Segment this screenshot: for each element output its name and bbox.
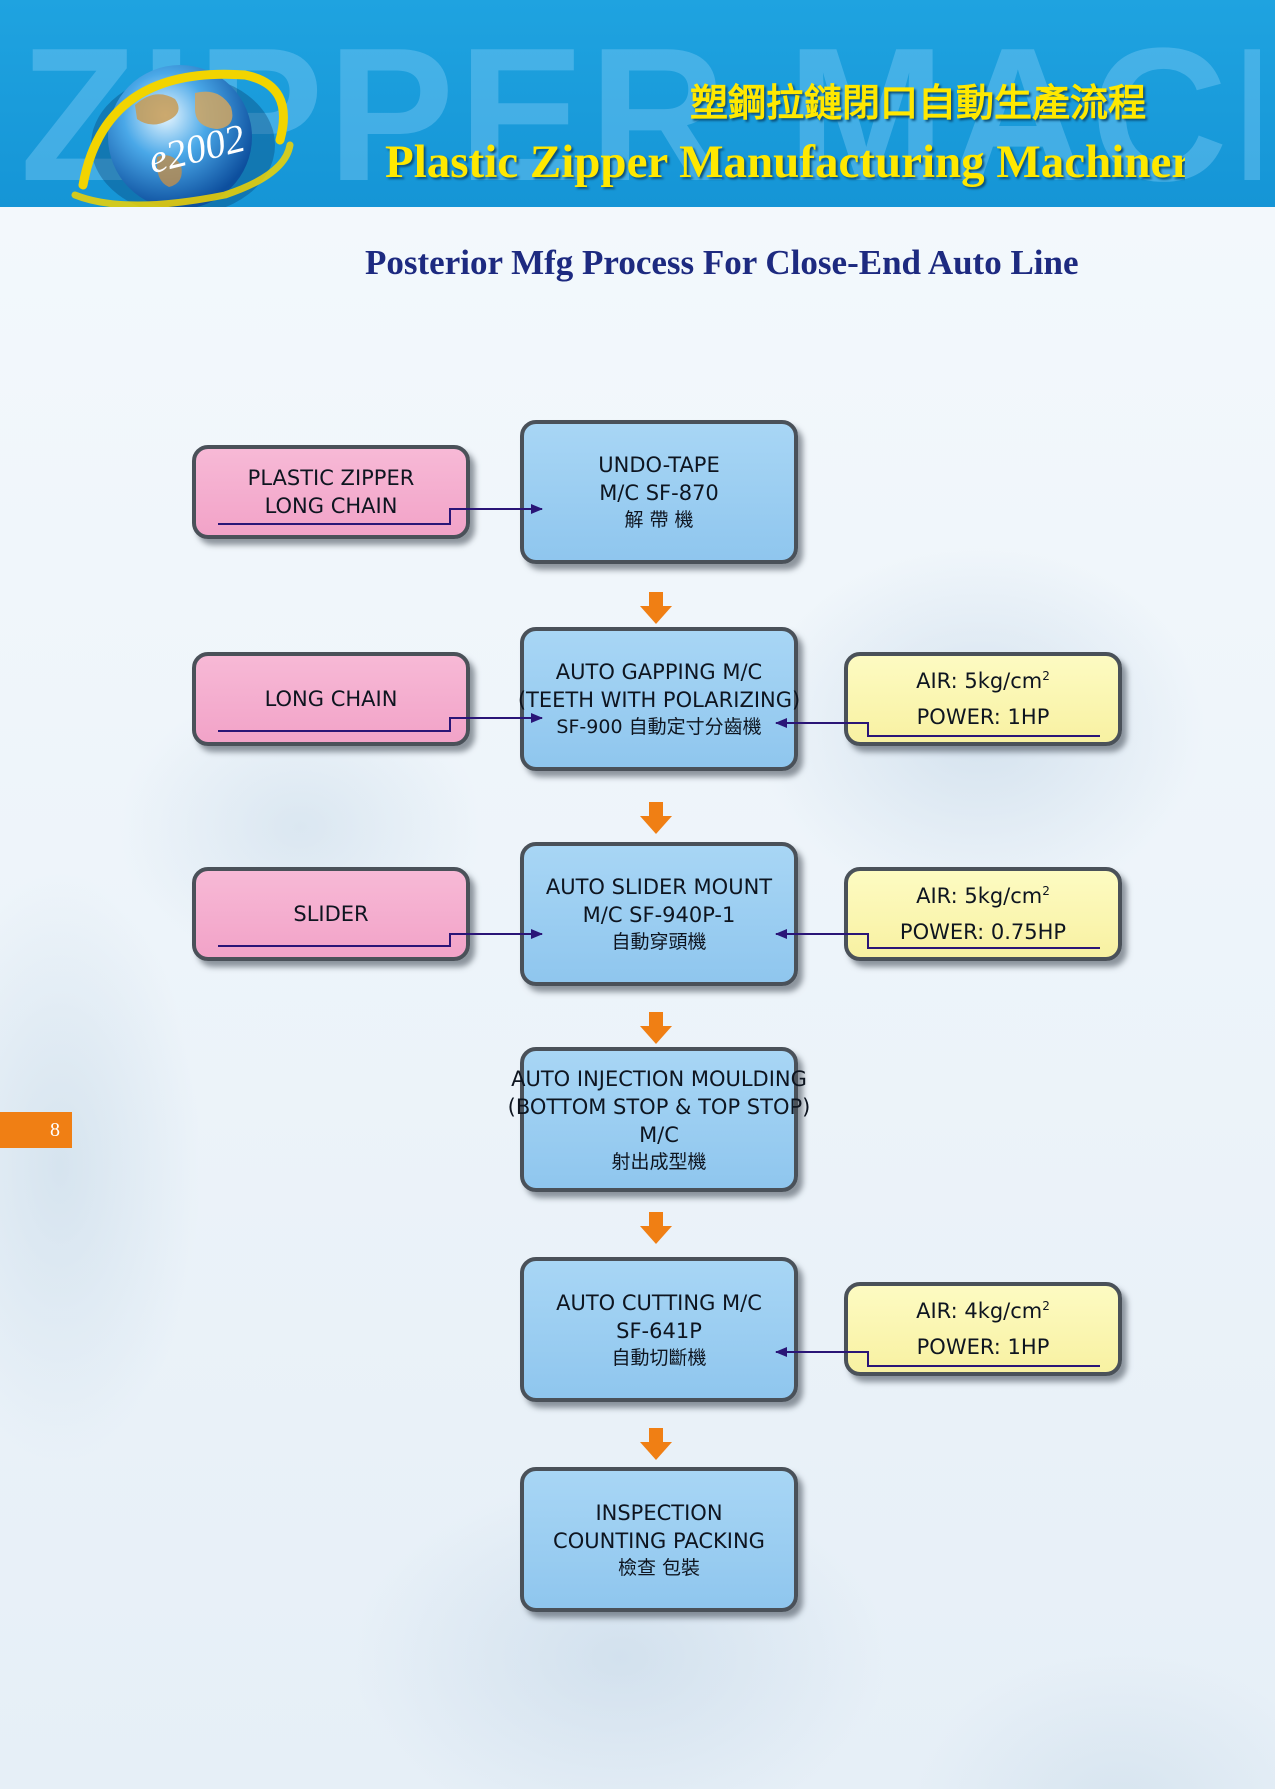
utility-gapping: AIR: 5kg/cm2 POWER: 1HP [844, 652, 1122, 746]
step-line-chinese: 自動穿頭機 [611, 931, 707, 953]
step-auto-injection-moulding: AUTO INJECTION MOULDING (BOTTOM STOP & T… [508, 1047, 810, 1192]
header-title-chinese: 塑鋼拉鏈閉口自動生產流程 [690, 80, 1147, 125]
step-line-chinese: 解 帶 機 [624, 509, 694, 531]
air-exponent: 2 [1042, 1299, 1050, 1313]
input-slider: SLIDER [192, 867, 470, 961]
step-line: INSPECTION [595, 1500, 723, 1525]
step-line: (TEETH WITH POLARIZING) [517, 688, 801, 712]
header-title-english: Plastic Zipper Manufacturing Machinery [385, 136, 1185, 188]
air-value: AIR: 4kg/cm [916, 1299, 1043, 1323]
input-line: LONG CHAIN [264, 687, 398, 711]
utility-power: POWER: 1HP [916, 1335, 1050, 1359]
air-value: AIR: 5kg/cm [916, 669, 1043, 693]
step-auto-slider-mount: AUTO SLIDER MOUNT M/C SF-940P-1 自動穿頭機 [520, 842, 798, 986]
step-line-chinese: 自動切斷機 [611, 1346, 707, 1369]
utility-air: AIR: 4kg/cm2 [916, 1297, 1050, 1325]
step-line-chinese: SF-900 自動定寸分齒機 [556, 716, 762, 738]
globe-logo-icon: e2002 [71, 65, 294, 207]
utility-power: POWER: 0.75HP [899, 920, 1067, 944]
step-auto-gapping: AUTO GAPPING M/C (TEETH WITH POLARIZING)… [517, 627, 801, 771]
step-inspection-packing: INSPECTION COUNTING PACKING 檢查 包裝 [520, 1467, 798, 1612]
step-line: (BOTTOM STOP & TOP STOP) [507, 1094, 811, 1119]
step-line: COUNTING PACKING [553, 1528, 765, 1553]
air-exponent: 2 [1042, 884, 1050, 898]
step-line: AUTO INJECTION MOULDING [511, 1066, 807, 1091]
step-line-chinese: 射出成型機 [611, 1150, 707, 1173]
step-line: AUTO GAPPING M/C [555, 660, 763, 684]
step-line: M/C SF-870 [599, 481, 719, 505]
header-banner: ZIPPER MACHINE e2002 塑鋼拉鏈閉口自動生產流程 Plasti… [0, 0, 1275, 207]
step-line: UNDO-TAPE [598, 453, 720, 477]
utility-power: POWER: 1HP [916, 705, 1050, 729]
step-line: SF-641P [616, 1318, 702, 1343]
input-line: PLASTIC ZIPPER [247, 466, 415, 490]
air-value: AIR: 5kg/cm [916, 884, 1043, 908]
utility-slider-mount: AIR: 5kg/cm2 POWER: 0.75HP [844, 867, 1122, 961]
input-long-chain: LONG CHAIN [192, 652, 470, 746]
step-undo-tape: UNDO-TAPE M/C SF-870 解 帶 機 [520, 420, 798, 564]
step-line: M/C SF-940P-1 [582, 903, 736, 927]
page-number-tab: 8 [0, 1112, 72, 1148]
input-line: LONG CHAIN [264, 494, 398, 518]
page-subtitle: Posterior Mfg Process For Close-End Auto… [365, 243, 1079, 282]
air-exponent: 2 [1042, 669, 1050, 683]
step-line-chinese: 檢查 包裝 [617, 1556, 701, 1579]
input-line: SLIDER [293, 902, 369, 926]
input-plastic-zipper-long-chain: PLASTIC ZIPPER LONG CHAIN [192, 445, 470, 539]
utility-air: AIR: 5kg/cm2 [916, 882, 1050, 910]
step-line: AUTO SLIDER MOUNT [545, 875, 773, 899]
utility-cutting: AIR: 4kg/cm2 POWER: 1HP [844, 1282, 1122, 1376]
step-line: AUTO CUTTING M/C [556, 1290, 762, 1315]
step-auto-cutting: AUTO CUTTING M/C SF-641P 自動切斷機 [520, 1257, 798, 1402]
step-line: M/C [639, 1122, 679, 1147]
utility-air: AIR: 5kg/cm2 [916, 667, 1050, 695]
